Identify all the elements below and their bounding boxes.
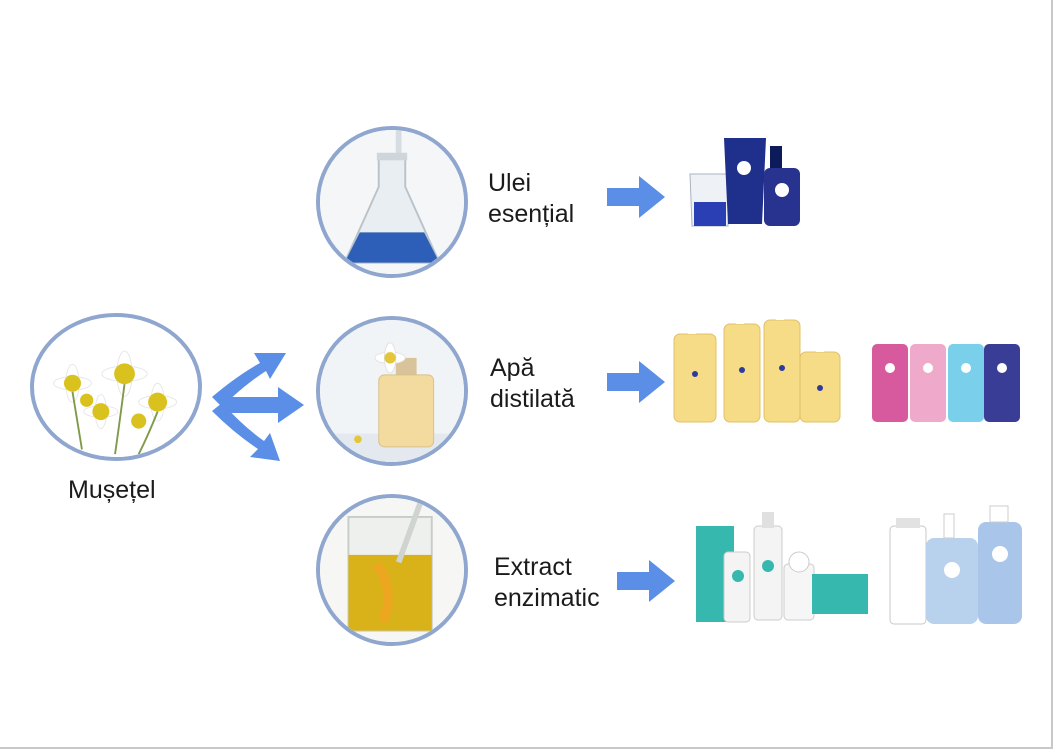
products-colored-bottles-image [872, 330, 1020, 422]
process-2-line1: Apă [490, 354, 535, 382]
process-1-label: Ulei esențial [488, 168, 574, 230]
process-1-line1: Ulei [488, 169, 532, 197]
process-3-line1: Extract [494, 553, 572, 581]
arrow-right-1 [607, 176, 665, 218]
chamomile-flowers-icon [34, 317, 198, 457]
products-oil-image [689, 138, 800, 227]
split-arrows [212, 353, 304, 461]
products-blue-bottles-image [889, 505, 1022, 625]
flask-image [316, 126, 468, 278]
chamomile-image [30, 313, 202, 461]
process-2-label: Apă distilată [490, 353, 575, 415]
arrow-right-3 [617, 560, 675, 602]
flask-blue-liquid-icon [320, 130, 464, 274]
source-label: Mușețel [68, 476, 156, 504]
process-3-label: Extract enzimatic [494, 552, 600, 614]
process-1-line2: esențial [488, 200, 575, 228]
process-2-line2: distilată [490, 385, 575, 413]
beaker-yellow-liquid-icon [320, 498, 464, 642]
process-3-line2: enzimatic [494, 584, 600, 612]
products-cream-image [696, 512, 868, 623]
beaker-image [316, 494, 468, 646]
bottle-image [316, 316, 468, 466]
bottle-with-flower-icon [320, 320, 464, 462]
products-yellow-bottles-image [673, 294, 841, 423]
arrow-right-2 [607, 361, 665, 403]
